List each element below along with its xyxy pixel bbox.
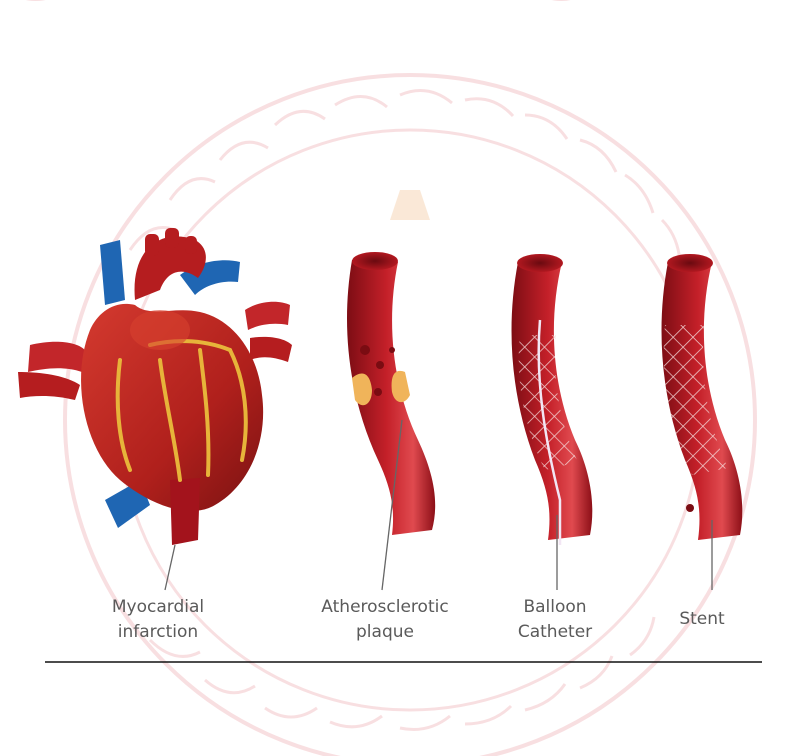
label-stent: Stent (679, 609, 725, 629)
svg-text:Balloon: Balloon (523, 597, 586, 617)
artery-with-balloon-catheter-icon (512, 254, 593, 545)
svg-text:Atherosclerotic: Atherosclerotic (321, 597, 448, 617)
label-balloon-catheter: Balloon Catheter (518, 597, 592, 642)
label-atherosclerotic-plaque: Atherosclerotic plaque (321, 597, 448, 642)
watermark-text: ORE MEDICAL (0, 0, 724, 20)
svg-text:infarction: infarction (118, 622, 198, 642)
svg-text:Catheter: Catheter (518, 622, 592, 642)
svg-text:Myocardial: Myocardial (112, 597, 204, 617)
artery-with-plaque-icon (347, 252, 435, 535)
svg-text:plaque: plaque (356, 622, 414, 642)
heart-illustration-icon (18, 228, 292, 545)
svg-text:Stent: Stent (679, 609, 725, 629)
label-myocardial-infarction: Myocardial infarction (112, 597, 204, 642)
